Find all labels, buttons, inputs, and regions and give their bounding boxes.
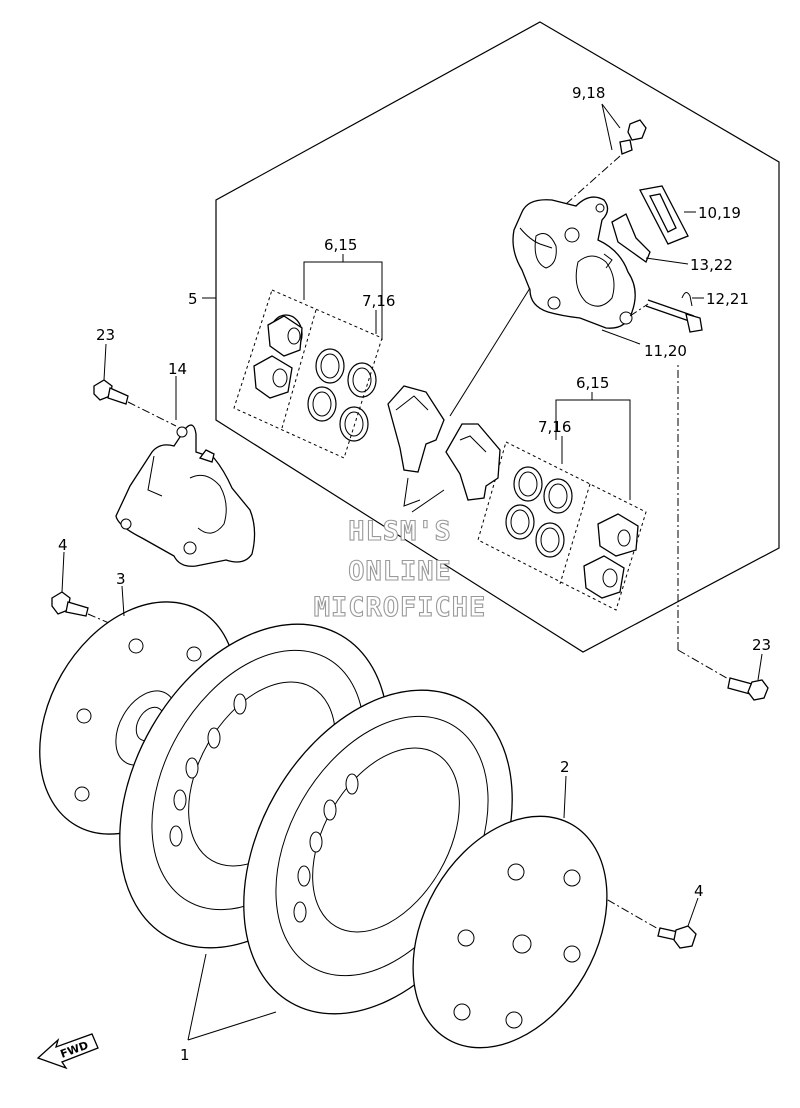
callout-23-left: 23 <box>96 326 115 344</box>
callout-labels: 1 2 3 4 4 5 6,15 6,15 7,16 7,16 9,18 10,… <box>58 84 771 1064</box>
leader-lines <box>61 103 763 1041</box>
callout-23-right: 23 <box>752 636 771 654</box>
bolt-23-left <box>93 379 177 427</box>
callout-6-15-right: 6,15 <box>576 374 609 392</box>
pad-leader <box>403 477 445 513</box>
watermark-line-3: MICROFICHE <box>314 592 487 623</box>
callout-5: 5 <box>188 290 198 308</box>
brake-pad-right <box>445 423 501 501</box>
callout-3: 3 <box>116 570 126 588</box>
callout-13-22: 13,22 <box>690 256 733 274</box>
callout-9-18: 9,18 <box>572 84 605 102</box>
caliper-assembly-outline <box>215 21 780 653</box>
disc-rear-holes <box>293 773 359 923</box>
callout-4-left: 4 <box>58 536 68 554</box>
fwd-arrow: FWD <box>36 1033 99 1070</box>
brake-pad-left <box>387 385 445 473</box>
left-caliper <box>115 424 256 567</box>
pad-spring <box>639 185 689 245</box>
callout-14: 14 <box>168 360 187 378</box>
bleed-screw <box>565 119 647 205</box>
callout-7-16-left: 7,16 <box>362 292 395 310</box>
watermark-line-1: HLSM'S <box>348 516 452 547</box>
right-caliper <box>512 196 636 329</box>
callout-6-15-left: 6,15 <box>324 236 357 254</box>
watermark: HLSM'S ONLINE MICROFICHE <box>313 515 487 623</box>
seal-kit-left <box>233 289 383 459</box>
callout-1: 1 <box>180 1046 190 1064</box>
callout-4-right: 4 <box>694 882 704 900</box>
callout-11-20: 11,20 <box>644 342 687 360</box>
pad-pin <box>629 299 703 333</box>
callout-10-19: 10,19 <box>698 204 741 222</box>
pin-clip <box>681 292 693 307</box>
disc-hub-cover <box>412 815 608 1049</box>
seal-kit-right <box>477 441 647 611</box>
callout-7-16-right: 7,16 <box>538 418 571 436</box>
disc-front-holes <box>169 693 247 847</box>
bolt-23-right <box>677 362 769 701</box>
bolt-4-right <box>579 883 697 949</box>
callout-12-21: 12,21 <box>706 290 749 308</box>
callout-2: 2 <box>560 758 570 776</box>
watermark-line-2: ONLINE <box>348 556 452 587</box>
pad-clip <box>611 213 651 264</box>
